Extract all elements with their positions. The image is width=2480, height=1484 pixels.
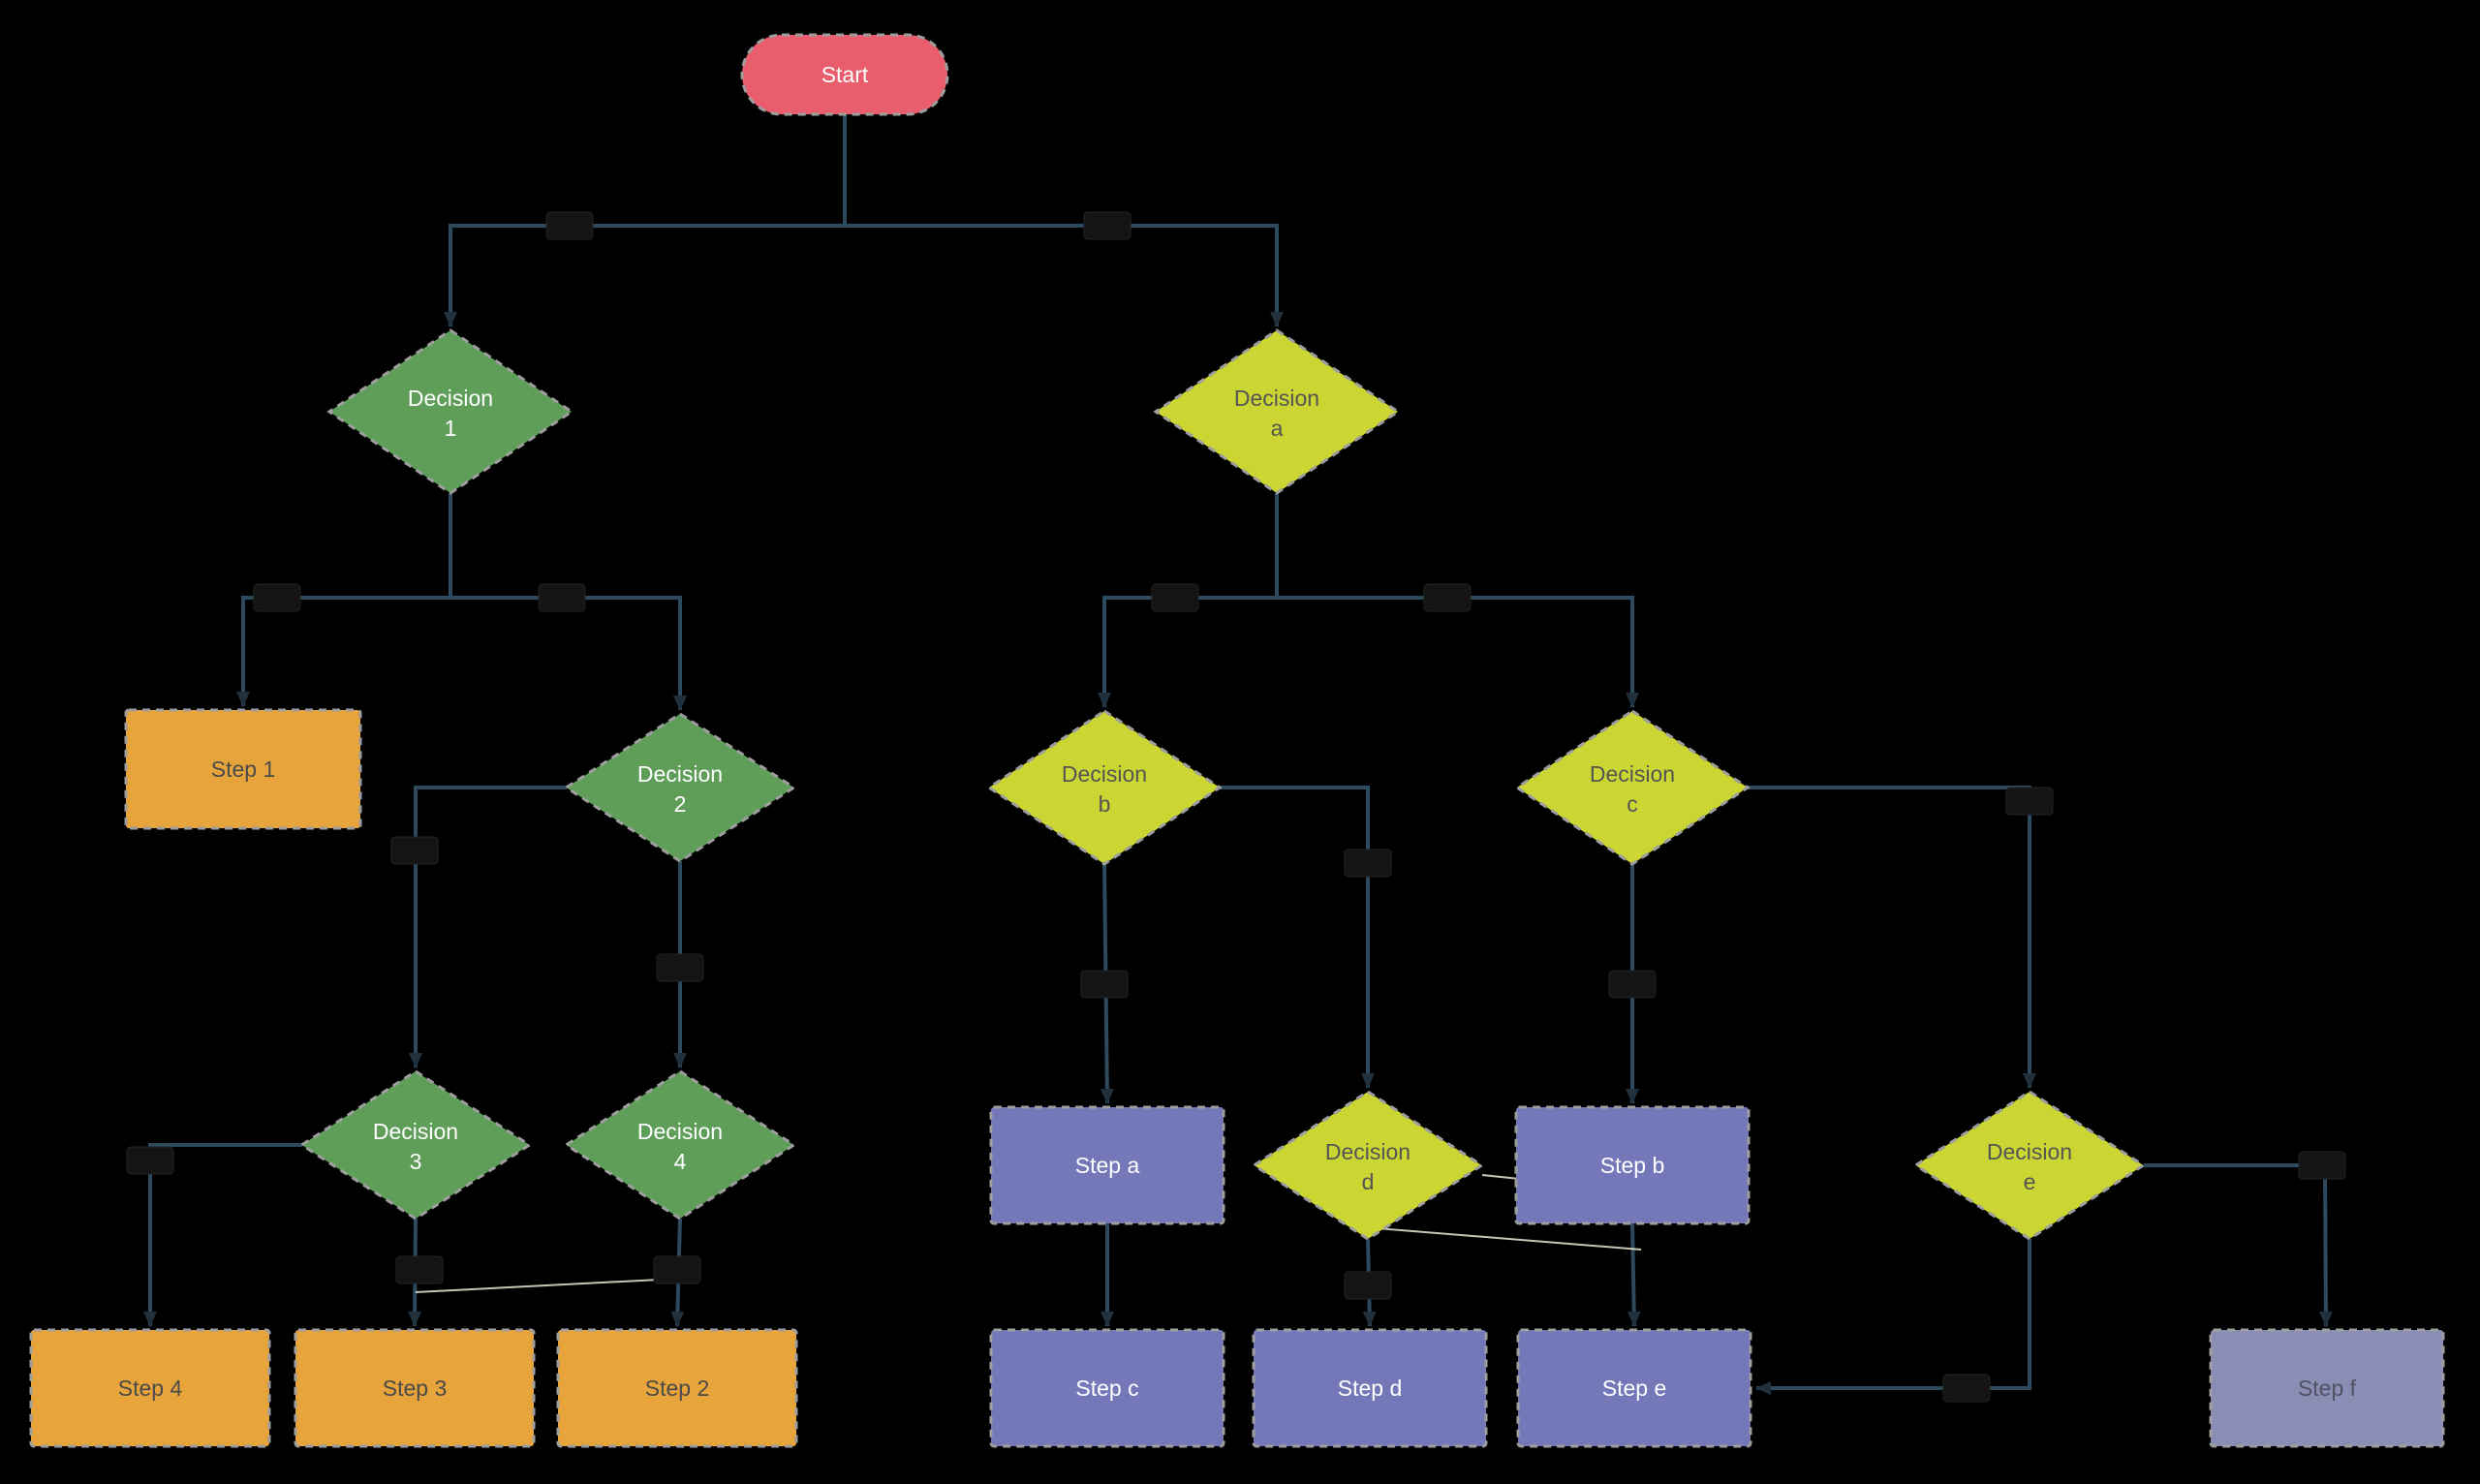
- node-step-4[interactable]: Step 4: [29, 1328, 271, 1448]
- edge-label-box: [1942, 1374, 1991, 1403]
- edge-label-box: [2298, 1151, 2346, 1180]
- step-c-label: Step c: [1075, 1376, 1138, 1401]
- edge-label-box: [126, 1146, 174, 1175]
- edge-label-box: [395, 1255, 444, 1284]
- decision-e-shape: [1912, 1090, 2147, 1241]
- step-2-shape: [556, 1328, 798, 1448]
- step-f-shape: [2209, 1328, 2445, 1448]
- edge-decision-2-to-decision-3: [409, 786, 567, 1068]
- step-2-label: Step 2: [645, 1376, 710, 1401]
- step-1-label: Step 1: [211, 757, 276, 782]
- step-a-shape: [989, 1105, 1225, 1225]
- decision-1-shape: [326, 328, 574, 495]
- step-a-label: Step a: [1075, 1153, 1140, 1178]
- edge-label-box: [1344, 849, 1392, 878]
- step-4-shape: [29, 1328, 271, 1448]
- edge-step-b-to-step-e: [1627, 1222, 1641, 1327]
- node-step-2[interactable]: Step 2: [556, 1328, 798, 1448]
- decision-c-shape: [1514, 709, 1751, 866]
- edge-label-box: [253, 583, 301, 612]
- step-e-label: Step e: [1602, 1376, 1667, 1401]
- node-step-e[interactable]: Step e: [1516, 1328, 1752, 1448]
- step-d-shape: [1252, 1328, 1488, 1448]
- node-step-1[interactable]: Step 1: [124, 708, 362, 830]
- step-3-shape: [294, 1328, 536, 1448]
- edge-decision-b-to-decision-d: [1220, 786, 1375, 1089]
- edge-decision-e-to-step-f: [2144, 1163, 2333, 1327]
- node-step-b[interactable]: Step b: [1514, 1105, 1751, 1225]
- edge-label-box: [656, 953, 704, 982]
- edge-label-box: [1608, 970, 1657, 999]
- edge-decision-c-to-decision-e: [1748, 786, 2036, 1089]
- edge-decision-d-to-step-e-faint: [1376, 1227, 1642, 1251]
- edge-label-box: [545, 211, 594, 240]
- decision-d-shape: [1251, 1090, 1485, 1241]
- edge-label-box: [1423, 583, 1472, 612]
- decision-2-shape: [563, 712, 797, 863]
- edge-label-box: [538, 583, 586, 612]
- decision-3-shape: [298, 1069, 533, 1221]
- edge-label-box: [390, 836, 439, 865]
- edge-label-box: [1151, 583, 1199, 612]
- step-b-shape: [1514, 1105, 1751, 1225]
- decision-b-shape: [986, 709, 1223, 866]
- node-step-d[interactable]: Step d: [1252, 1328, 1488, 1448]
- node-step-3[interactable]: Step 3: [294, 1328, 536, 1448]
- edge-decision-e-to-step-e: [1755, 1239, 2031, 1395]
- step-b-label: Step b: [1600, 1153, 1665, 1178]
- node-step-f[interactable]: Step f: [2209, 1328, 2445, 1448]
- step-d-label: Step d: [1338, 1376, 1403, 1401]
- decision-4-shape: [563, 1069, 797, 1221]
- edge-label-box: [1083, 211, 1132, 240]
- edge-label-box: [1080, 970, 1129, 999]
- start-label: Start: [822, 62, 869, 87]
- edge-label-box: [1344, 1271, 1392, 1300]
- step-3-label: Step 3: [383, 1376, 448, 1401]
- step-f-label: Step f: [2298, 1376, 2357, 1401]
- node-step-c[interactable]: Step c: [989, 1328, 1225, 1448]
- edge-decision-3-to-step-4: [143, 1143, 302, 1327]
- edge-decision-3-to-step-2-faint: [415, 1278, 679, 1293]
- edge-start-to-decision-a: [843, 114, 1284, 327]
- edge-label-box: [2005, 787, 2054, 816]
- decision-a-shape: [1153, 328, 1401, 495]
- edge-label-box: [653, 1255, 701, 1284]
- start-shape: [740, 33, 949, 116]
- step-4-label: Step 4: [118, 1376, 183, 1401]
- edge-start-to-decision-1: [444, 114, 847, 327]
- node-start[interactable]: Start: [740, 33, 949, 116]
- step-e-shape: [1516, 1328, 1752, 1448]
- step-c-shape: [989, 1328, 1225, 1448]
- step-1-shape: [124, 708, 362, 830]
- node-step-a[interactable]: Step a: [989, 1105, 1225, 1225]
